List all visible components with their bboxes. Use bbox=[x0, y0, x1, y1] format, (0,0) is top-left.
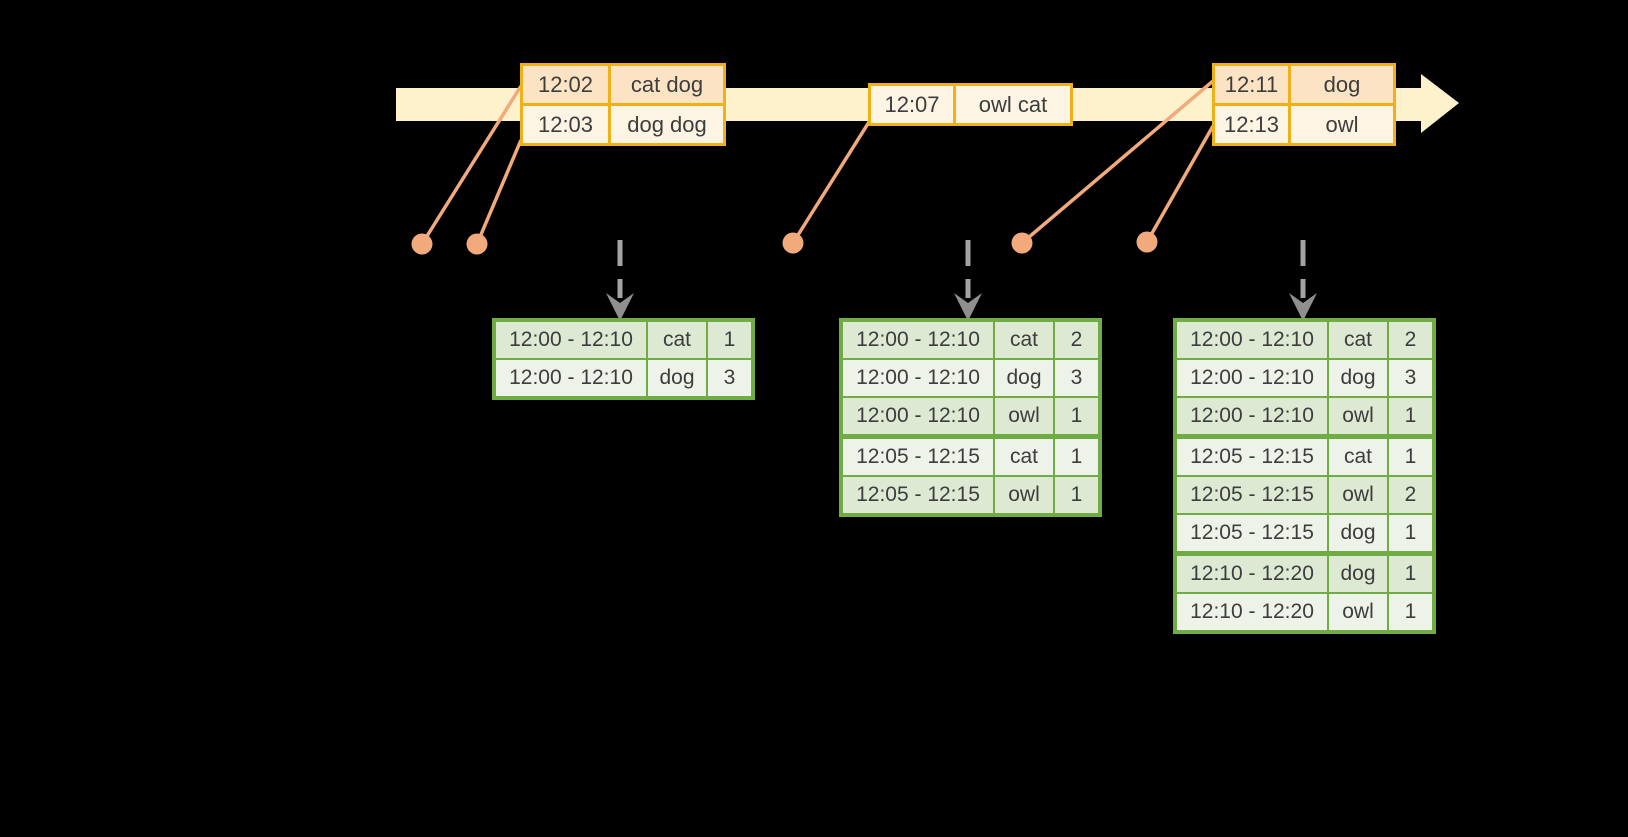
result-word-cell: dog bbox=[646, 360, 706, 396]
result-window-cell: 12:05 - 12:15 bbox=[1177, 439, 1327, 475]
result-count-cell: 3 bbox=[706, 360, 751, 396]
result-window-cell: 12:00 - 12:10 bbox=[1177, 398, 1327, 434]
event-words-cell: dog dog bbox=[608, 106, 723, 143]
down-chevron-arrow-icon bbox=[1289, 293, 1317, 321]
result-count-cell: 3 bbox=[1053, 360, 1098, 396]
right-arrow-icon bbox=[1421, 74, 1459, 133]
result-count-cell: 1 bbox=[706, 322, 751, 358]
result-count-cell: 1 bbox=[1387, 594, 1432, 630]
result-count-cell: 1 bbox=[1387, 515, 1432, 551]
result-window-cell: 12:00 - 12:10 bbox=[1177, 322, 1327, 358]
trigger-arrow bbox=[606, 240, 634, 321]
result-count-cell: 2 bbox=[1387, 322, 1432, 358]
result-window-cell: 12:00 - 12:10 bbox=[1177, 360, 1327, 396]
result-count-cell: 1 bbox=[1387, 439, 1432, 475]
result-window-cell: 12:05 - 12:15 bbox=[1177, 477, 1327, 513]
result-word-cell: dog bbox=[993, 360, 1053, 396]
result-word-cell: owl bbox=[1327, 594, 1387, 630]
event-time-cell: 12:11 bbox=[1215, 66, 1288, 103]
result-count-cell: 3 bbox=[1387, 360, 1432, 396]
result-count-cell: 1 bbox=[1053, 398, 1098, 434]
result-window-cell: 12:00 - 12:10 bbox=[843, 360, 993, 396]
event-time-cell: 12:07 bbox=[871, 86, 953, 123]
result-word-cell: dog bbox=[1327, 556, 1387, 592]
event-dot bbox=[466, 233, 488, 255]
result-count-cell: 2 bbox=[1387, 477, 1432, 513]
event-connector-line bbox=[791, 121, 871, 244]
result-word-cell: cat bbox=[993, 439, 1053, 475]
event-connector-line bbox=[1145, 125, 1215, 243]
result-window-cell: 12:00 - 12:10 bbox=[496, 322, 646, 358]
event-time-cell: 12:02 bbox=[523, 66, 608, 103]
event-connector-line bbox=[475, 139, 523, 245]
down-chevron-arrow-icon bbox=[606, 293, 634, 321]
result-count-cell: 1 bbox=[1053, 439, 1098, 475]
result-window-cell: 12:00 - 12:10 bbox=[843, 322, 993, 358]
result-word-cell: owl bbox=[1327, 477, 1387, 513]
result-window-cell: 12:10 - 12:20 bbox=[1177, 556, 1327, 592]
result-word-cell: cat bbox=[646, 322, 706, 358]
result-window-cell: 12:05 - 12:15 bbox=[1177, 515, 1327, 551]
event-connector-line bbox=[420, 85, 523, 245]
result-word-cell: dog bbox=[1327, 360, 1387, 396]
event-words-cell: dog bbox=[1288, 66, 1393, 103]
result-word-cell: cat bbox=[1327, 322, 1387, 358]
result-count-cell: 2 bbox=[1053, 322, 1098, 358]
event-words-cell: cat dog bbox=[608, 66, 723, 103]
event-dot bbox=[1011, 232, 1033, 254]
trigger-arrow bbox=[954, 240, 982, 321]
event-words-cell: owl bbox=[1288, 106, 1393, 143]
event-time-cell: 12:03 bbox=[523, 106, 608, 143]
result-word-cell: owl bbox=[993, 477, 1053, 513]
result-window-cell: 12:00 - 12:10 bbox=[843, 398, 993, 434]
event-dot bbox=[782, 232, 804, 254]
result-window-cell: 12:05 - 12:15 bbox=[843, 477, 993, 513]
result-word-cell: owl bbox=[1327, 398, 1387, 434]
result-window-cell: 12:05 - 12:15 bbox=[843, 439, 993, 475]
event-dot bbox=[1136, 231, 1158, 253]
result-count-cell: 1 bbox=[1053, 477, 1098, 513]
trigger-arrow bbox=[1289, 240, 1317, 321]
result-count-cell: 1 bbox=[1387, 556, 1432, 592]
result-window-cell: 12:10 - 12:20 bbox=[1177, 594, 1327, 630]
result-window-cell: 12:00 - 12:10 bbox=[496, 360, 646, 396]
result-count-cell: 1 bbox=[1387, 398, 1432, 434]
event-time-cell: 12:13 bbox=[1215, 106, 1288, 143]
event-connector-line bbox=[1020, 79, 1215, 245]
down-chevron-arrow-icon bbox=[954, 293, 982, 321]
result-word-cell: owl bbox=[993, 398, 1053, 434]
result-word-cell: cat bbox=[1327, 439, 1387, 475]
result-word-cell: dog bbox=[1327, 515, 1387, 551]
event-dot bbox=[411, 233, 433, 255]
event-words-cell: owl cat bbox=[953, 86, 1070, 123]
result-word-cell: cat bbox=[993, 322, 1053, 358]
